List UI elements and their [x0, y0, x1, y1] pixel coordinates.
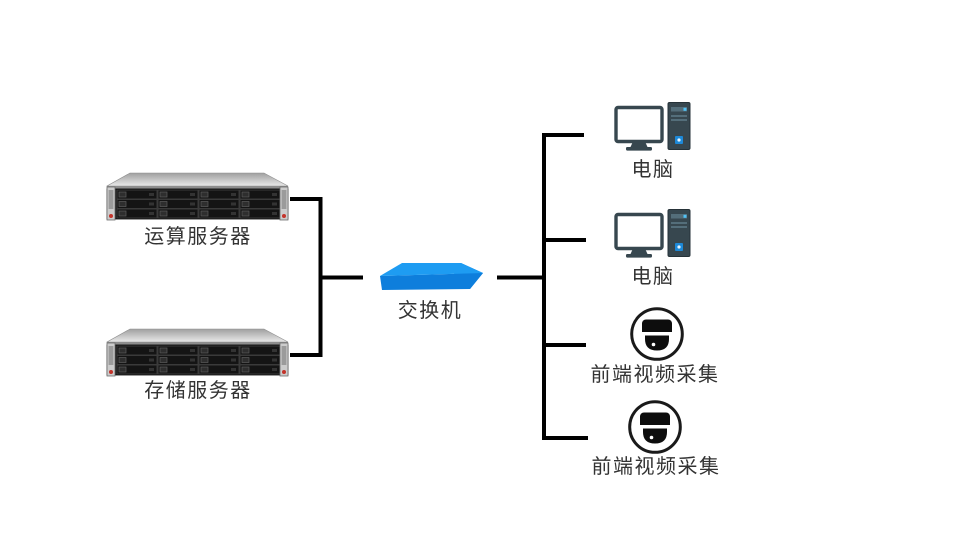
dome-camera-icon — [630, 307, 684, 361]
dome-camera-icon — [628, 400, 682, 454]
node-switch: 交换机 — [380, 263, 483, 322]
pc-label: 电脑 — [632, 158, 675, 181]
desktop-computer-icon — [614, 100, 692, 153]
camera-label: 前端视频采集 — [591, 363, 720, 386]
node-pc-bottom: 电脑 — [614, 207, 692, 288]
camera-label: 前端视频采集 — [592, 455, 721, 478]
node-pc-top: 电脑 — [614, 100, 692, 181]
desktop-computer-icon — [614, 207, 692, 260]
switch-label: 交换机 — [398, 299, 463, 322]
connector-lines — [290, 133, 588, 440]
connector-left-bracket — [290, 197, 323, 357]
pc-label: 电脑 — [632, 265, 675, 288]
network-switch-icon — [380, 263, 483, 290]
connector-right-bracket — [542, 133, 588, 440]
rack-server-icon — [107, 173, 288, 220]
node-storage-server: 存储服务器 — [107, 329, 288, 402]
node-camera-top: 前端视频采集 — [591, 307, 720, 386]
node-computing-server: 运算服务器 — [107, 173, 288, 248]
rack-server-icon — [107, 329, 288, 376]
computing-server-label: 运算服务器 — [144, 225, 252, 248]
node-camera-bottom: 前端视频采集 — [592, 400, 721, 478]
storage-server-label: 存储服务器 — [144, 379, 252, 402]
